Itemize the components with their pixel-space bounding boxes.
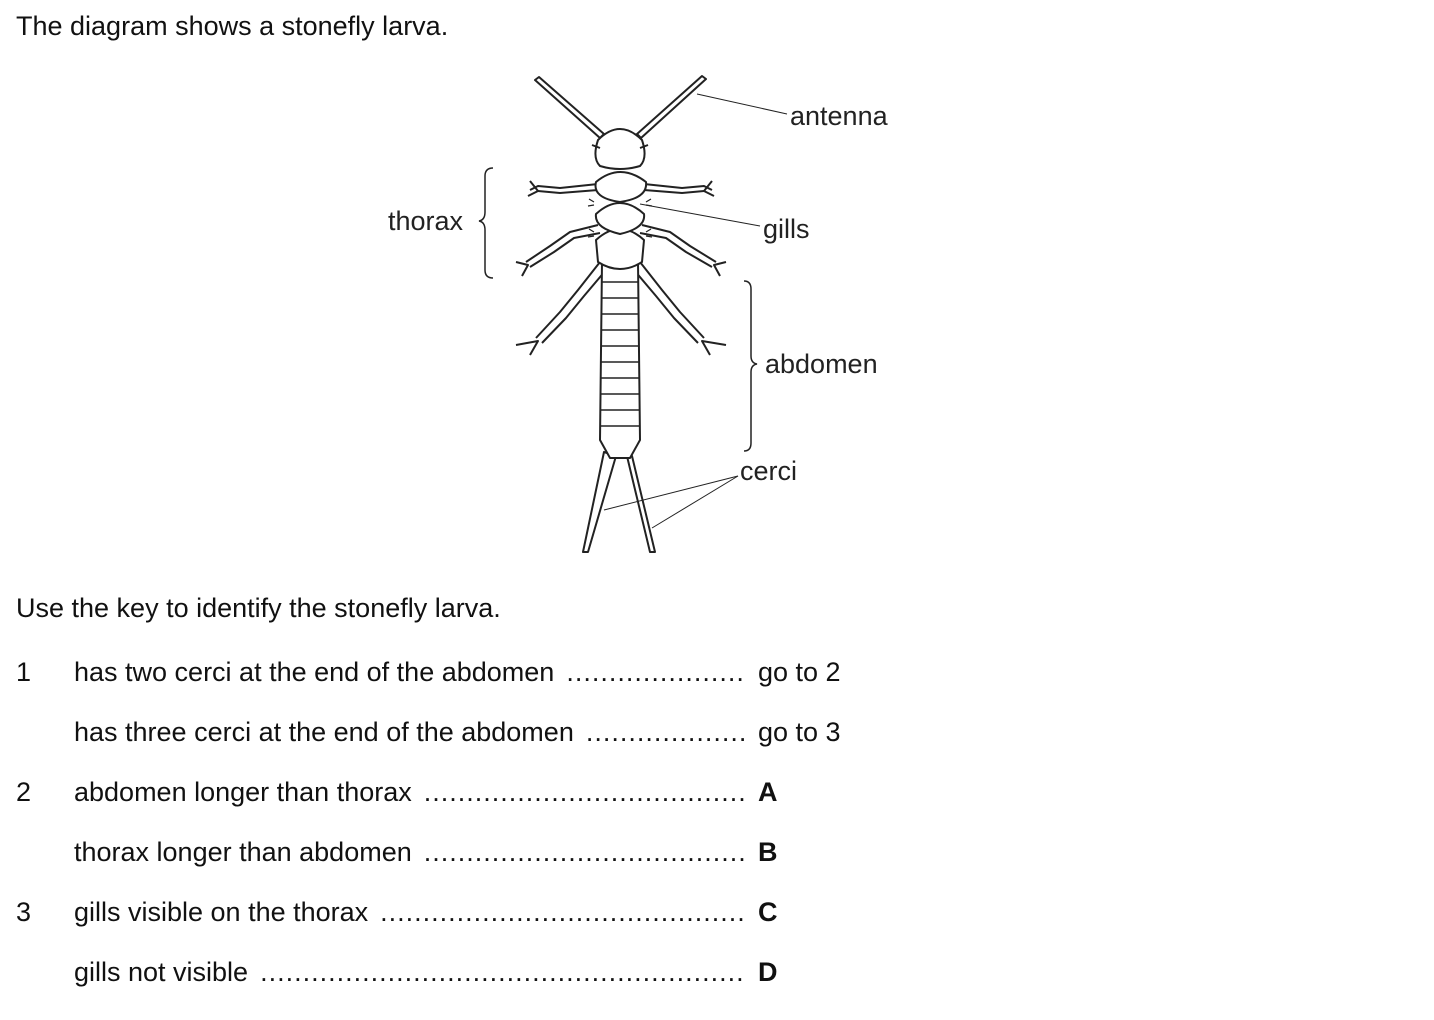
key-result: go to 2 [758, 657, 841, 687]
cerci-label: cerci [740, 456, 797, 486]
abdomen-body [599, 261, 641, 459]
key-description: thorax longer than abdomen [74, 837, 412, 867]
thorax-bracket [478, 167, 494, 279]
cercus-right [625, 451, 656, 553]
key-row: 2 abdomen longer than thorax ...........… [0, 777, 1000, 817]
key-dot-leader: ........................................… [423, 837, 744, 867]
cercus-left [582, 451, 617, 553]
key-step-number: 2 [16, 777, 32, 807]
leg-front-right [643, 183, 713, 194]
key-description: has three cerci at the end of the abdome… [74, 717, 574, 747]
key-row: 3 gills visible on the thorax ..........… [0, 897, 1000, 937]
stonefly-larva-diagram: antenna thorax gills abdomen cerci [388, 75, 889, 553]
key-dot-leader: ........................................… [260, 957, 744, 987]
cerci-leader-line-left [603, 475, 739, 511]
thorax-label: thorax [388, 206, 464, 236]
key-dot-leader: ........................................… [585, 717, 744, 747]
key-step-number: 3 [16, 897, 32, 927]
antenna-label: antenna [790, 101, 889, 131]
key-result: go to 3 [758, 717, 841, 747]
gill-tufts [587, 198, 653, 238]
key-row: thorax longer than abdomen .............… [0, 837, 1000, 877]
gills-label: gills [763, 214, 810, 244]
abdomen-bracket [743, 280, 758, 452]
key-description: gills not visible [74, 957, 249, 987]
antenna-right [636, 75, 707, 139]
thorax-segment-2 [594, 202, 646, 235]
key-row: has three cerci at the end of the abdome… [0, 717, 1000, 757]
question-intro: The diagram shows a stonefly larva. [16, 11, 449, 41]
key-result: D [758, 957, 778, 987]
key-result: B [758, 837, 778, 867]
thorax-segment-1 [594, 171, 648, 203]
key-dot-leader: ........................................… [423, 777, 744, 807]
larva-head [594, 128, 646, 170]
key-dot-leader: ........................................… [380, 897, 744, 927]
leg-middle-left [525, 224, 601, 268]
leg-hind-right [633, 261, 705, 344]
key-description: gills visible on the thorax [74, 897, 369, 927]
gills-leader-line [639, 203, 761, 227]
antenna-left [534, 76, 605, 139]
abdomen-label: abdomen [765, 349, 878, 379]
key-instruction: Use the key to identify the stonefly lar… [16, 593, 501, 623]
antenna-leader-line [696, 93, 788, 115]
key-result: A [758, 777, 778, 807]
leg-hind-left [535, 261, 607, 344]
key-description: abdomen longer than thorax [74, 777, 412, 807]
key-row: 1 has two cerci at the end of the abdome… [0, 657, 1000, 697]
key-result: C [758, 897, 778, 927]
leg-middle-right [639, 224, 717, 268]
leg-front-left [529, 183, 599, 194]
cerci-leader-line-right [651, 475, 739, 529]
key-dot-leader: ........................................… [566, 657, 744, 687]
key-row: gills not visible ......................… [0, 957, 1000, 997]
key-description: has two cerci at the end of the abdomen [74, 657, 555, 687]
key-step-number: 1 [16, 657, 32, 687]
